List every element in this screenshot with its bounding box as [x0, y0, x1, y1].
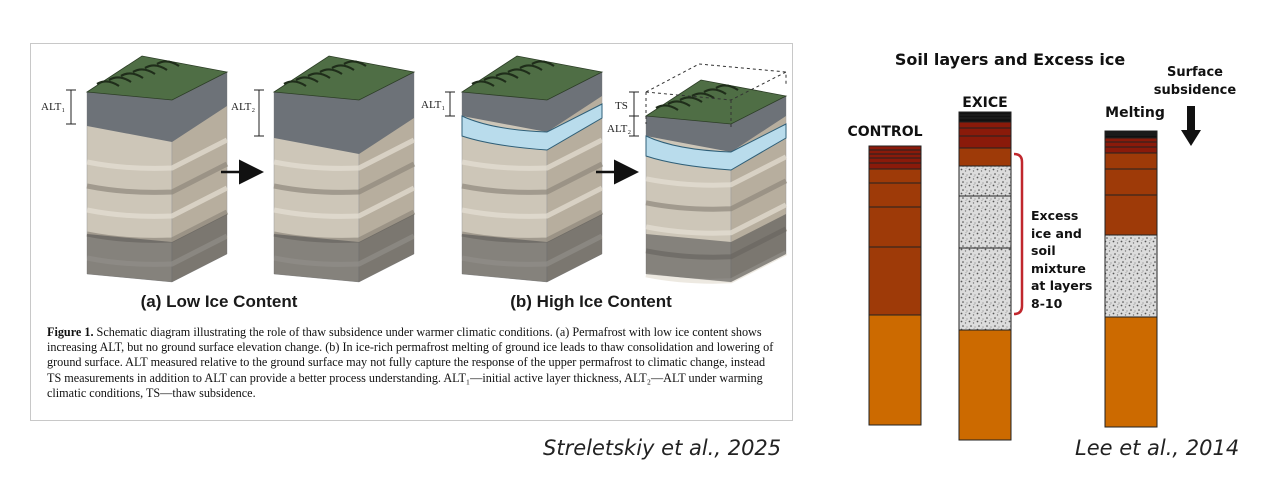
- column-label-exice: EXICE: [962, 95, 1008, 111]
- control-column-layer: [868, 206, 922, 248]
- soil-layers-title: Soil layers and Excess ice: [894, 50, 1126, 69]
- citation-lee: Lee et al., 2014: [1075, 436, 1240, 460]
- alt2-measure-a: ALT₂: [231, 89, 264, 137]
- exice-column-layer: [958, 121, 1012, 129]
- melting-column-layer: [1104, 152, 1158, 170]
- melting-column-layer: [1104, 194, 1158, 236]
- block-a-initial: [85, 55, 229, 283]
- melting-column-layer: [1104, 137, 1158, 143]
- subsidence-arrow: [1181, 106, 1201, 146]
- alt2-label-b: ALT₂: [607, 123, 631, 135]
- control-column: [868, 145, 922, 426]
- figure-caption: Figure 1. Schematic diagram illustrating…: [47, 325, 782, 401]
- melting-column-layer: [1104, 146, 1158, 154]
- alt2-label-a: ALT₂: [231, 101, 255, 113]
- caption-figure-number: Figure 1.: [47, 325, 94, 339]
- control-column-layer: [868, 162, 922, 170]
- column-label-melting: Melting: [1105, 105, 1165, 121]
- alt1-label-b: ALT₁: [421, 99, 445, 111]
- control-column-layer: [868, 182, 922, 208]
- caption-text: Schematic diagram illustrating the role …: [47, 325, 774, 400]
- control-column-layer: [868, 314, 922, 426]
- exice-column-layer: [958, 195, 1012, 249]
- exice-column-layer: [958, 165, 1012, 197]
- exice-column-layer: [958, 147, 1012, 167]
- figure-panel: ALT₁ ALT₂ ALT₁ TS ALT₂ (a) Low Ice Conte…: [30, 43, 793, 421]
- panel-label-a: (a) Low Ice Content: [140, 292, 298, 311]
- block-b-warmed: [644, 79, 788, 284]
- citation-streletskiy: Streletskiy et al., 2025: [543, 436, 782, 460]
- panel-label-b: (b) High Ice Content: [510, 292, 672, 311]
- excess-ice-bracket: [1013, 152, 1024, 316]
- exice-column-layer: [958, 247, 1012, 331]
- melting-column-layer: [1104, 168, 1158, 196]
- melting-column-layer: [1104, 234, 1158, 318]
- surface-subsidence-label: Surface subsidence: [1153, 65, 1237, 98]
- control-column-layer: [868, 149, 922, 155]
- permafrost-blocks-diagram: ALT₁ ALT₂ ALT₁ TS ALT₂: [41, 55, 788, 284]
- exice-column-layer: [958, 127, 1012, 137]
- melting-column-layer: [1104, 316, 1158, 428]
- exice-column-layer: [958, 329, 1012, 441]
- column-label-control: CONTROL: [847, 124, 923, 140]
- excess-ice-label: Excess ice and soil mixture at layers 8-…: [1031, 208, 1093, 311]
- ts-alt2-measure-b: TS ALT₂: [607, 91, 639, 137]
- alt1-measure-b: ALT₁: [421, 91, 455, 117]
- alt1-measure-a: ALT₁: [41, 89, 76, 125]
- melting-column-layer: [1104, 141, 1158, 148]
- block-b-initial: [460, 55, 604, 283]
- exice-column: [958, 111, 1012, 441]
- block-a-warmed: [272, 55, 416, 283]
- control-column-layer: [868, 168, 922, 184]
- ts-label: TS: [615, 100, 628, 112]
- exice-column-layer: [958, 135, 1012, 149]
- control-column-layer: [868, 145, 922, 151]
- initial-surface-outline: [645, 63, 787, 130]
- alt1-label-a: ALT₁: [41, 101, 65, 113]
- exice-column-layer: [958, 117, 1012, 123]
- control-column-layer: [868, 246, 922, 316]
- melting-column: [1104, 130, 1158, 428]
- control-column-layer: [868, 157, 922, 164]
- control-column-layer: [868, 153, 922, 159]
